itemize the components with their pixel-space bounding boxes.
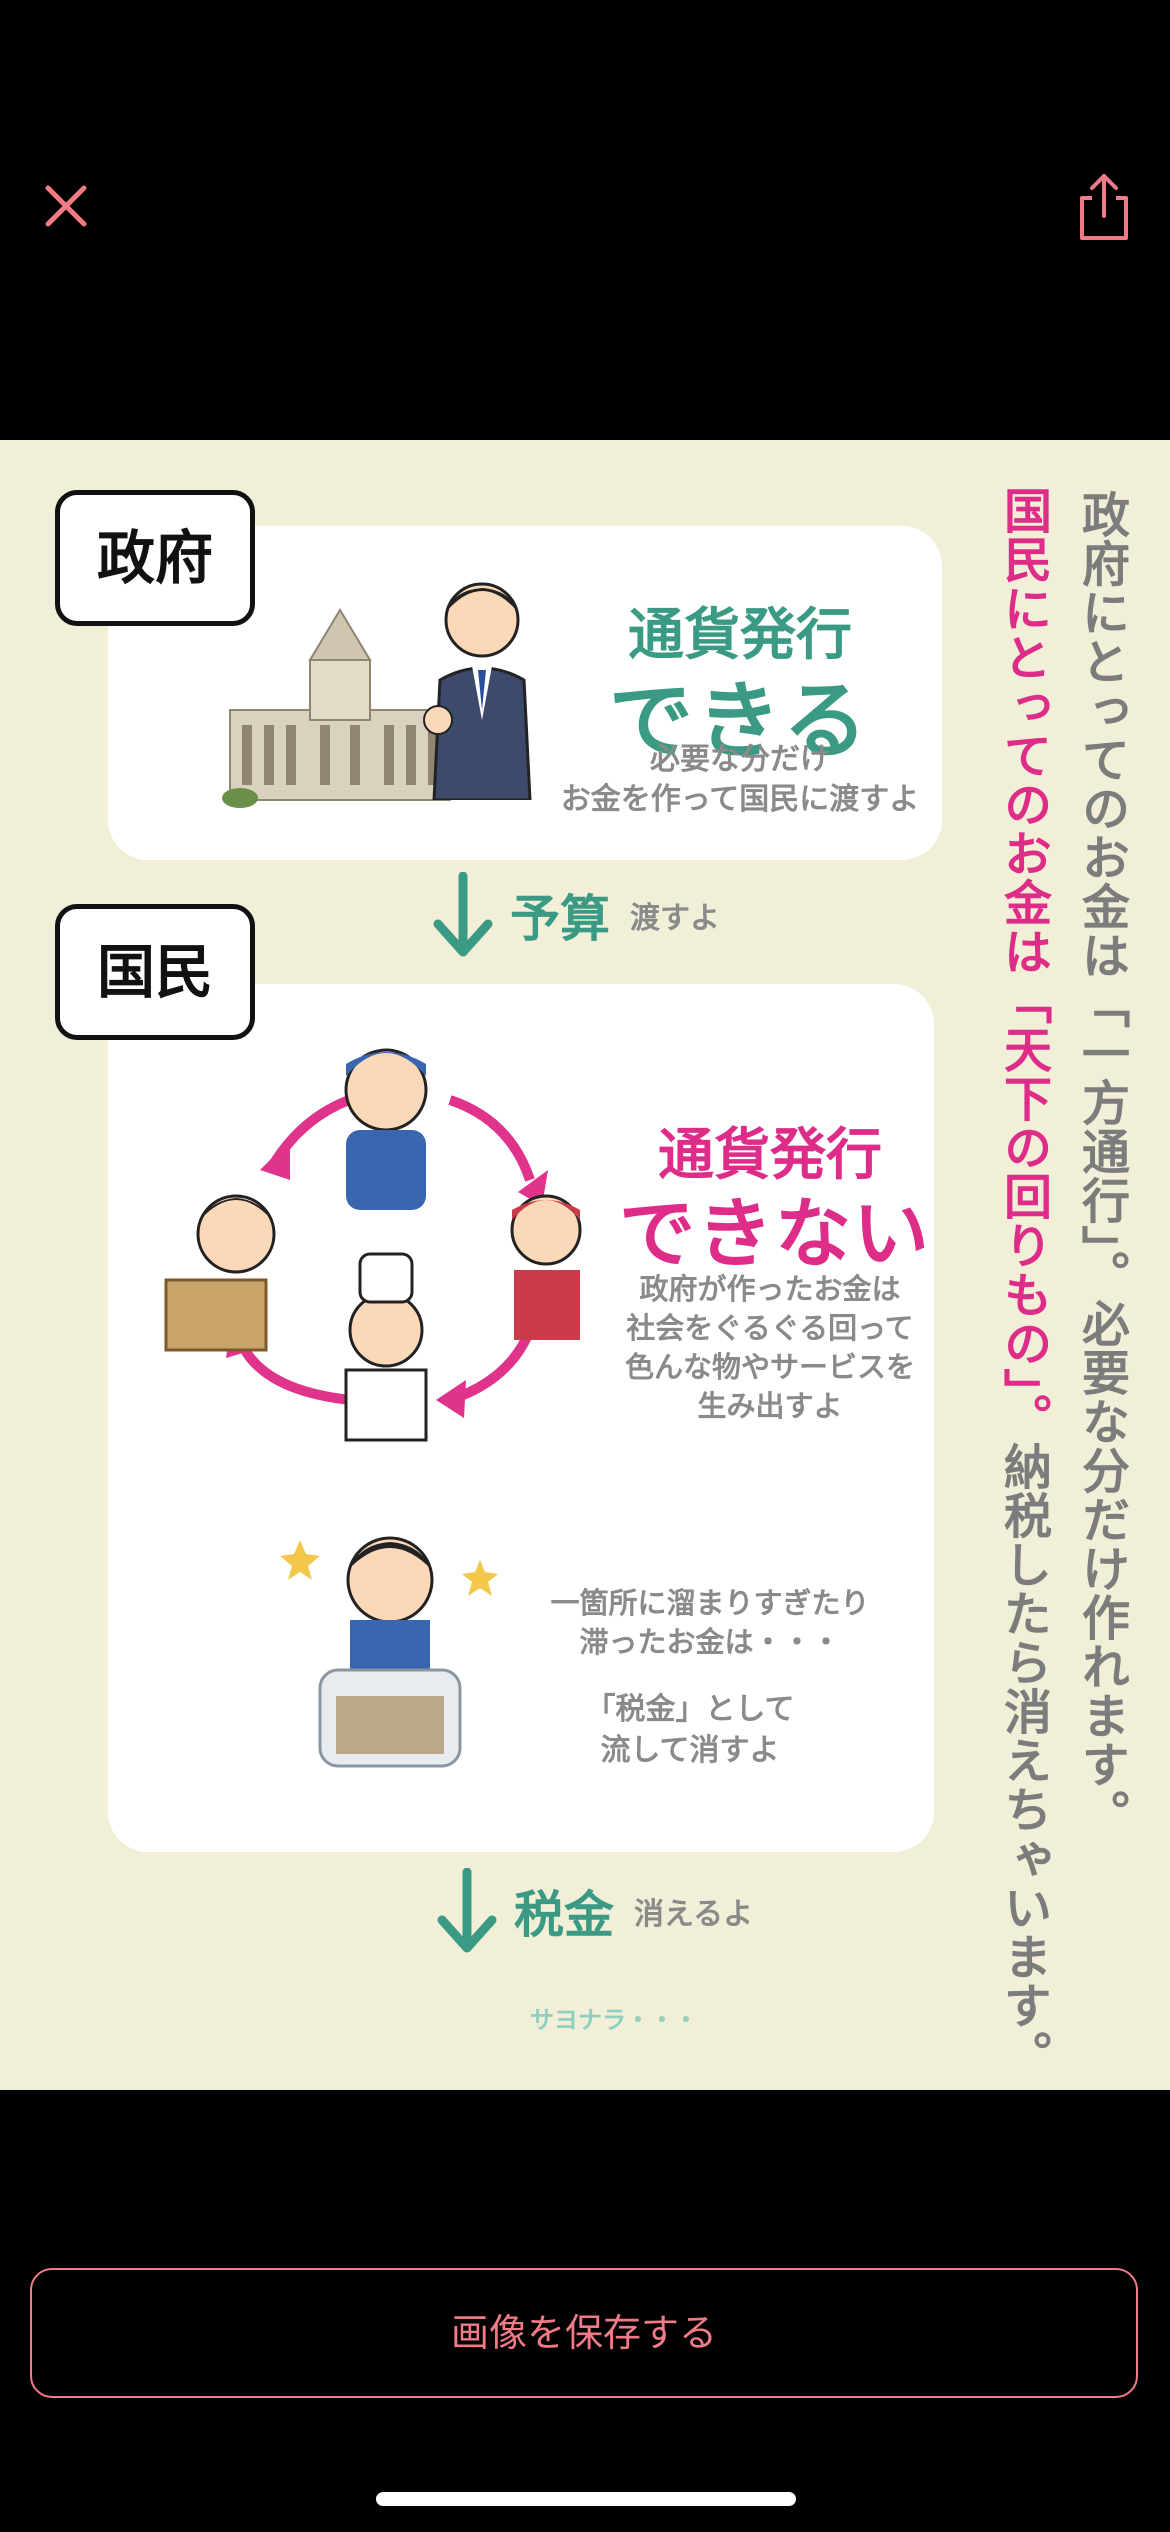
government-official-illustration (423, 582, 532, 800)
government-caption-line2: お金を作って国民に渡すよ (560, 782, 920, 817)
budget-flow: 予算 渡すよ (430, 872, 720, 958)
government-can-issue-title: できる (608, 672, 872, 770)
vertical-people-highlight: 国民にとってのお金は「天下の回りもの」。 (995, 486, 1051, 1442)
vertical-people-message: 国民にとってのお金は「天下の回りもの」。納税したら消えちゃいます。 (995, 486, 1051, 2079)
people-panel (108, 984, 934, 1852)
money-circulation-illustration (164, 1048, 582, 1442)
government-tag: 政府 (55, 490, 255, 626)
down-arrow-icon (433, 872, 493, 957)
infographic-image: 政府 国民 通貨発行 できる 必要な分だけ お金を作って国民に渡すよ 予算 渡す… (0, 440, 1170, 2090)
people-currency-issue-title: 通貨発行 (658, 1123, 882, 1188)
people-tag: 国民 (55, 904, 255, 1040)
tax-note: 消えるよ (634, 1897, 754, 1932)
stagnant-money-caption: 一箇所に溜まりすぎたり 滞ったお金は・・・ (550, 1586, 870, 1660)
tax-flow: 税金 消えるよ (434, 1868, 753, 1954)
down-arrow-icon (437, 1868, 497, 1953)
home-indicator (376, 2492, 796, 2506)
government-caption-line1: 必要な分だけ (650, 742, 830, 777)
parliament-building-illustration (222, 608, 451, 808)
budget-label: 予算 (510, 890, 610, 948)
vertical-people-tail: 納税したら消えちゃいます。 (995, 1442, 1051, 2079)
people-caption: 政府が作ったお金は 社会をぐるぐる回って 色んな物やサービスを 生み出すよ (624, 1272, 915, 1424)
close-icon[interactable] (40, 180, 92, 232)
goodbye-caption: サヨナラ・・・ (530, 2006, 698, 2034)
people-cannot-issue-title: できない (619, 1189, 931, 1278)
money-jar-illustration (280, 1536, 498, 1768)
budget-note: 渡すよ (630, 901, 720, 936)
tax-caption: 「税金」として 流して消すよ (585, 1692, 795, 1768)
government-currency-issue-title: 通貨発行 (628, 603, 852, 668)
share-icon[interactable] (1074, 172, 1134, 244)
vertical-government-message: 政府にとってのお金は「一方通行」。必要な分だけ作れます。 (1073, 490, 1129, 1838)
save-image-button[interactable]: 画像を保存する (30, 2268, 1138, 2398)
tax-label: 税金 (514, 1886, 614, 1944)
